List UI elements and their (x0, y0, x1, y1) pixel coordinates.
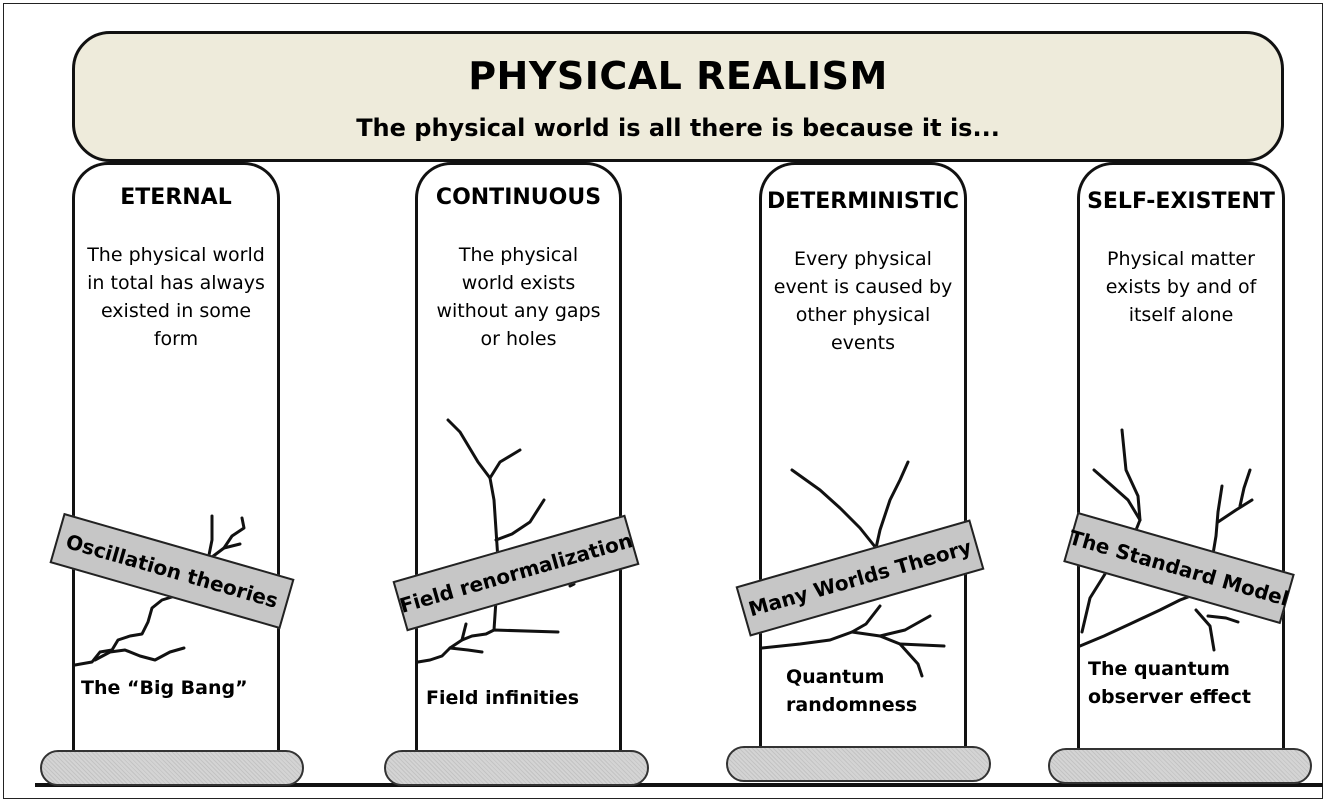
problem-label: Field infinities (426, 687, 580, 709)
problem-label: The “Big Bang” (81, 677, 248, 699)
diagram-subtitle: The physical world is all there is becau… (356, 114, 1000, 142)
pillar-eternal: ETERNAL The physical world in total has … (72, 162, 280, 752)
pillar-base (1048, 748, 1312, 784)
roof-banner: PHYSICAL REALISM The physical world is a… (72, 31, 1284, 162)
pillar-description: Every physical event is caused by other … (773, 248, 953, 354)
ground-line (35, 783, 1323, 787)
pillar-base (726, 746, 991, 782)
pillar-deterministic: DETERMINISTIC Every physical event is ca… (759, 162, 967, 752)
pillar-title: ETERNAL (120, 185, 232, 210)
pillar-title: SELF-EXISTENT (1087, 189, 1275, 214)
pillar-description: The physical world in total has always e… (87, 244, 265, 350)
pillar-self-existent: SELF-EXISTENT Physical matter exists by … (1077, 162, 1285, 752)
pillar-continuous: CONTINUOUS The physical world exists wit… (415, 162, 622, 752)
problem-label: The quantum observer effect (1088, 658, 1251, 708)
diagram-frame (3, 3, 1323, 799)
pillar-base (384, 750, 649, 786)
diagram-title: PHYSICAL REALISM (468, 54, 888, 98)
problem-label: Quantum randomness (786, 666, 918, 716)
pillar-title: CONTINUOUS (435, 185, 602, 210)
pillar-title: DETERMINISTIC (766, 189, 960, 214)
pillar-base (40, 750, 304, 786)
pillar-description: Physical matter exists by and of itself … (1105, 248, 1257, 326)
pillar-description: The physical world exists without any ga… (436, 244, 601, 350)
